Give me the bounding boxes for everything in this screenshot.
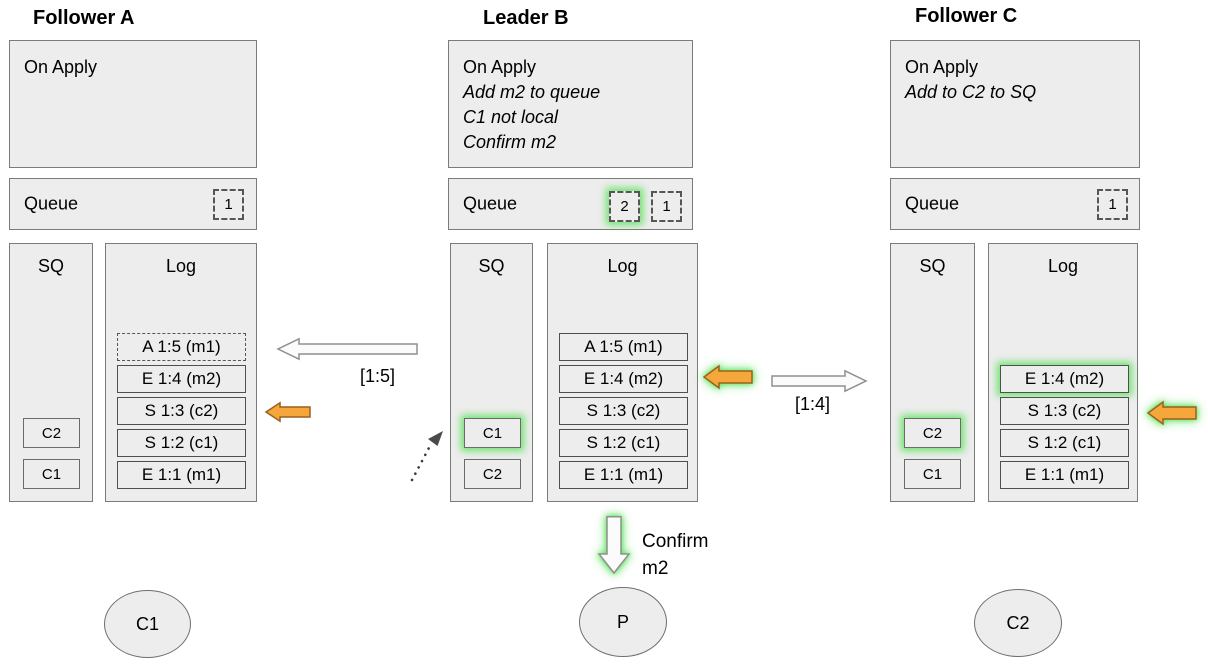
replicate-arrow-to-c-icon bbox=[771, 369, 868, 393]
confirm-down-arrow-icon bbox=[597, 516, 631, 575]
log-entry: E 1:4 (m2) bbox=[117, 365, 246, 393]
log-entry: E 1:1 (m1) bbox=[559, 461, 688, 489]
queue-label-c: Queue bbox=[905, 193, 960, 214]
dotted-pointer-arrow-icon bbox=[410, 431, 443, 482]
log-entry: S 1:3 (c2) bbox=[1000, 397, 1129, 425]
on-apply-panel-a: On Apply bbox=[9, 40, 257, 168]
sq-item: C2 bbox=[464, 459, 521, 489]
replicate-arrow-to-a-icon bbox=[276, 337, 418, 361]
sq-item: C1 bbox=[904, 459, 961, 489]
log-entry: E 1:4 (m2) bbox=[559, 365, 688, 393]
node-title-follower-c: Follower C bbox=[915, 5, 1018, 27]
on-apply-note: C1 not local bbox=[463, 107, 559, 127]
sq-item: C1 bbox=[23, 459, 80, 489]
queue-chip-highlighted: 2 bbox=[609, 191, 640, 222]
sq-label-c: SQ bbox=[919, 256, 946, 276]
on-apply-panel-b: On Apply Add m2 to queue C1 not local Co… bbox=[448, 40, 693, 168]
queue-label-a: Queue bbox=[24, 193, 79, 214]
replicate-range-label-a: [1:5] bbox=[360, 366, 396, 386]
sq-item: C2 bbox=[23, 418, 80, 448]
sq-panel-a: SQ C2 C1 bbox=[9, 243, 93, 502]
log-entry: S 1:3 (c2) bbox=[559, 397, 688, 425]
queue-panel-c: Queue 1 bbox=[890, 178, 1140, 230]
replicate-range-label-c: [1:4] bbox=[795, 394, 831, 414]
confirm-label: Confirm m2 bbox=[642, 531, 709, 579]
log-panel-b: Log A 1:5 (m1) E 1:4 (m2) S 1:3 (c2) S 1… bbox=[547, 243, 698, 502]
on-apply-label-c: On Apply bbox=[905, 57, 979, 77]
queue-chip: 1 bbox=[651, 191, 682, 222]
client-label: P bbox=[616, 611, 629, 632]
sq-label-b: SQ bbox=[478, 256, 505, 276]
log-entry: E 1:1 (m1) bbox=[117, 461, 246, 489]
log-label-b: Log bbox=[607, 256, 638, 276]
apply-pointer-arrow-a-icon bbox=[264, 401, 311, 423]
client-label: C2 bbox=[1006, 612, 1030, 633]
sq-label-a: SQ bbox=[37, 256, 64, 276]
sq-panel-b: SQ C1 C2 bbox=[450, 243, 533, 502]
sq-item-highlighted: C2 bbox=[904, 418, 961, 448]
on-apply-note: Add m2 to queue bbox=[463, 82, 601, 102]
log-entry: S 1:2 (c1) bbox=[559, 429, 688, 457]
node-title-follower-a: Follower A bbox=[33, 7, 135, 29]
client-node-c2: C2 bbox=[974, 589, 1062, 657]
log-entry: S 1:3 (c2) bbox=[117, 397, 246, 425]
queue-label-b: Queue bbox=[463, 193, 518, 214]
apply-pointer-arrow-c-icon bbox=[1146, 400, 1197, 426]
on-apply-label-a: On Apply bbox=[24, 57, 98, 77]
log-entry: S 1:2 (c1) bbox=[1000, 429, 1129, 457]
queue-panel-b: Queue 2 1 bbox=[448, 178, 693, 230]
on-apply-note: Add to C2 to SQ bbox=[905, 82, 1037, 102]
queue-panel-a: Queue 1 bbox=[9, 178, 257, 230]
on-apply-note: Confirm m2 bbox=[463, 132, 557, 152]
client-node-p: P bbox=[579, 587, 667, 657]
log-label-a: Log bbox=[165, 256, 197, 276]
apply-pointer-arrow-b-icon bbox=[702, 364, 753, 390]
node-title-leader-b: Leader B bbox=[483, 7, 569, 29]
log-entry-highlighted: E 1:4 (m2) bbox=[1000, 365, 1129, 393]
log-entry: E 1:1 (m1) bbox=[1000, 461, 1129, 489]
log-panel-a: Log A 1:5 (m1) E 1:4 (m2) S 1:3 (c2) S 1… bbox=[105, 243, 257, 502]
client-label: C1 bbox=[135, 613, 159, 634]
sq-item-highlighted: C1 bbox=[464, 418, 521, 448]
sq-panel-c: SQ C2 C1 bbox=[890, 243, 975, 502]
log-entry: A 1:5 (m1) bbox=[559, 333, 688, 361]
client-node-c1: C1 bbox=[104, 590, 191, 658]
log-entry: S 1:2 (c1) bbox=[117, 429, 246, 457]
log-entry: A 1:5 (m1) bbox=[117, 333, 246, 361]
log-panel-c: Log E 1:4 (m2) S 1:3 (c2) S 1:2 (c1) E 1… bbox=[988, 243, 1138, 502]
on-apply-label-b: On Apply bbox=[463, 57, 537, 77]
queue-chip: 1 bbox=[213, 189, 244, 220]
log-label-c: Log bbox=[1047, 256, 1079, 276]
queue-chip: 1 bbox=[1097, 189, 1128, 220]
on-apply-panel-c: On Apply Add to C2 to SQ bbox=[890, 40, 1140, 168]
